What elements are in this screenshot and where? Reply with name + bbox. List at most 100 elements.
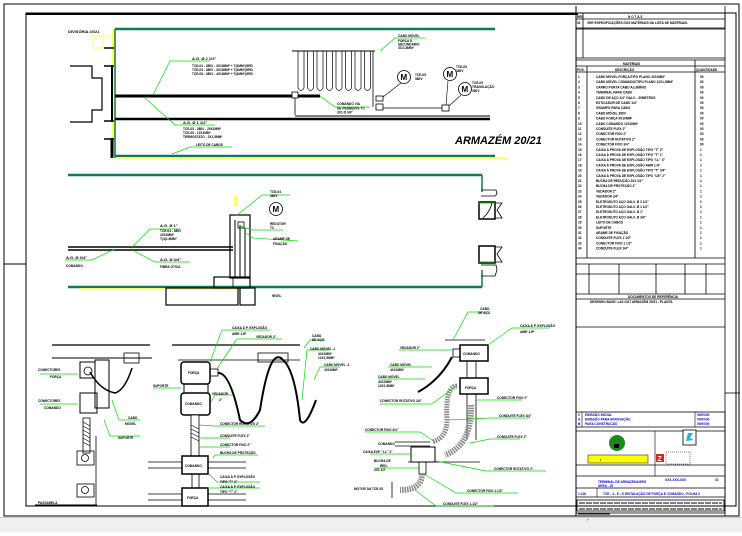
label-redutor: REDUTOR: [270, 222, 286, 226]
material-desc: CAIXA À PROVA DE EXPLOSÃO TIPO "LB" 2": [596, 173, 666, 178]
label-ac-1-sub3: T(4)1,5MM²: [160, 237, 177, 241]
label-conector-fixo-112: CONECTOR FIXO 1.1/2": [467, 489, 503, 493]
material-qty: 1: [700, 179, 702, 183]
material-qty: 1: [700, 169, 702, 173]
tb-disclaimer-box: [576, 499, 725, 512]
box-forca-right: [459, 377, 489, 395]
motor2-icon: [443, 67, 457, 81]
leader-conector-fixo-112: [423, 473, 518, 494]
material-qty: 00: [700, 91, 704, 95]
material-desc: CONECTOR ROTATIVO 2": [596, 137, 636, 141]
material-desc: BUCHA DE PROTEÇÃO 2": [596, 183, 636, 188]
title-block: [575, 411, 726, 514]
material-qty: 1: [700, 215, 702, 219]
label-conector-rotativo-mid: CONECTOR ROTATIVO 2": [220, 422, 260, 426]
festoon-loop: [326, 51, 333, 91]
material-qty: 1: [700, 174, 702, 178]
material-qty: 1: [700, 148, 702, 152]
leader-arame: [245, 232, 299, 242]
material-qty: 1: [700, 195, 702, 199]
yellow-title-label: I: [600, 458, 601, 462]
material-desc: ELETRODUTO AÇO GALV. Ø 1": [596, 210, 644, 214]
material-pos: 1: [578, 75, 580, 79]
label-conduite-flex-mid: CONDUITE FLEX 2": [220, 434, 250, 438]
box-link: [183, 383, 209, 394]
label-cabo-movel2-right-sub: 4X10MM²: [378, 380, 392, 384]
door-symbol-bottom: [478, 245, 503, 277]
label-comando: COMANDO: [66, 264, 83, 268]
festoon-loop: [354, 51, 362, 91]
rev-desc: PARA CONSTRUÇÃO: [585, 421, 618, 426]
label-cabo-aco-mid: CABO: [312, 334, 322, 338]
label-forca-right: FORÇA: [465, 386, 477, 390]
material-pos: 25: [578, 200, 582, 204]
festoon-loop: [345, 51, 352, 91]
label-section-motor-tag: TCE-04: [270, 190, 281, 194]
flex-conduit-112: [399, 473, 425, 493]
material-qty: 00: [700, 127, 704, 131]
link-t: [191, 473, 200, 489]
label-caixa-t2-mid-sub: TIPO "T" 2": [220, 490, 238, 494]
material-qty: 00: [700, 137, 704, 141]
leader-caixa-apexp: [209, 329, 270, 363]
flex-conduit-2-right: [443, 404, 475, 458]
label-motor3-v: 380V: [472, 89, 480, 93]
label-comando-lbl-right: COMANDO: [378, 442, 395, 446]
materials-title: MATERIAIS: [623, 62, 640, 66]
festoon-loop: [307, 51, 314, 91]
material-pos: 31: [578, 231, 582, 235]
material-qty: 1: [700, 205, 702, 209]
label-cabo-movel1-mid: CABO MÓVEL -1: [310, 346, 335, 351]
label-section-motor-v: 380V: [270, 194, 278, 198]
label-conduite-flex-112: CONDUITE FLEX 1.1/2": [443, 502, 479, 506]
label-cabo-movel3-sub: 4X10MM²: [324, 368, 338, 372]
outlet-circle-1: [81, 454, 89, 462]
label-comando-via-sub2: 3X1 Ø 3/4": [337, 111, 353, 115]
material-pos: 17: [578, 158, 582, 162]
motor1-link: [382, 82, 402, 98]
material-qty: 1: [700, 184, 702, 188]
leader-redutor: [239, 225, 283, 231]
leader-ac-2half: [152, 60, 210, 96]
label-ac-1-sub2: 4X10MM²: [160, 233, 174, 237]
material-qty: 1: [700, 247, 702, 251]
label-caixa-apexp-right-sub: AWR 1-IP: [520, 330, 535, 334]
material-pos: 4: [578, 91, 580, 95]
flex-pattern: [82, 421, 91, 447]
material-pos: 28: [578, 215, 582, 219]
material-pos: 30: [578, 226, 582, 230]
label-cabo-movel1-right: CABO MÓVEL: [390, 362, 412, 367]
materials-col-qty: QUANTIDADE: [696, 68, 717, 72]
flex-mid-pattern: [190, 424, 200, 442]
material-qty: 00: [700, 75, 704, 79]
label-conector-comando-sub: COMANDO: [44, 406, 61, 410]
material-qty: 00: [700, 111, 704, 115]
tb-drawing-number: XXX-XXX-XXX: [665, 478, 687, 482]
label-caixa-t-mid-sub: TIPO "T" 2": [220, 480, 238, 484]
label-cabo-movel-sub3: 3C/1,5MM²: [398, 46, 414, 50]
label-conector-fixo-mid: CONECTOR FIXO 2": [220, 443, 251, 447]
label-ac-3-4: A.G. Ø 3/4": [66, 255, 87, 260]
leader-fibra: [133, 250, 190, 263]
material-pos: 18: [578, 163, 582, 167]
material-pos: 19: [578, 169, 582, 173]
label-fibra: FIBRA ÓTICA: [160, 264, 181, 269]
label-cmd-line2: TCE-05 - 12X1MM²: [183, 131, 211, 135]
material-desc: CAIXA À PROVA DE EXPLOSÃO TIPO "T" 1": [596, 152, 664, 157]
tb-drawing-title: TCE - 4 - E - S INSTALAÇÃO DE FORÇA E CO…: [603, 491, 700, 496]
motor-junction-box: [375, 103, 384, 111]
material-desc: CABO MÓVEL COMANDO/TIPO PLANO 12X1,5MM²: [596, 79, 673, 84]
door-symbol-top: [478, 189, 503, 220]
label-cabo-movel3-mid: CABO MÓVEL -3: [324, 362, 349, 367]
leader-ac-3-4: [65, 248, 116, 261]
leader-conector-rotativo: [198, 424, 265, 427]
rev-desc: EMISSÃO INICIAL: [585, 412, 612, 417]
label-ac-1-sub1: TCE-04 - 380V: [160, 229, 182, 233]
outer-frame: [3, 3, 740, 517]
plan-view: M M M DIVISÓRIA 20/21 A.G. Ø 2 1/2" TCE-…: [68, 27, 542, 159]
rev-footer-text: DESENHO BASE: LAY-OUT ARMAZÉM 20/21 - PL…: [590, 299, 673, 304]
label-ac-3-4b: A.G. Ø 3/4": [160, 257, 181, 262]
label-comando-via-sub: DE PENDENTE TC: [337, 107, 366, 111]
notes-header: [575, 12, 726, 30]
material-pos: 6: [578, 101, 580, 105]
